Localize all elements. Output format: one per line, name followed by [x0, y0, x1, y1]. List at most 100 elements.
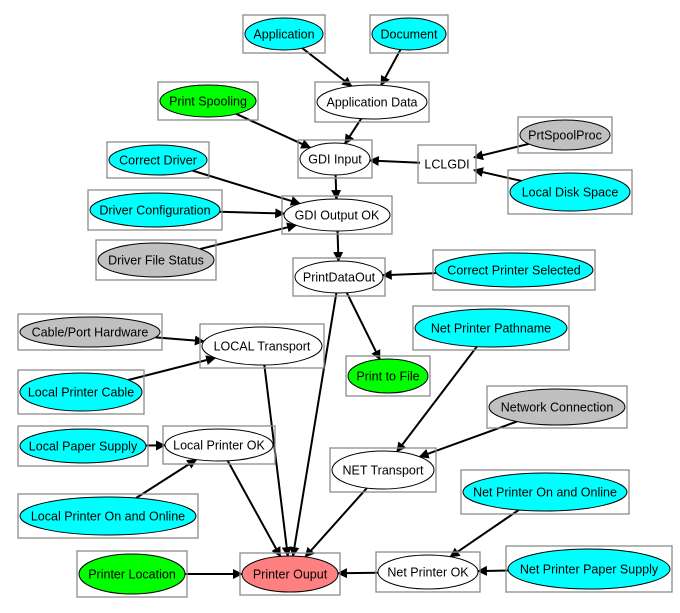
- node-ellipse: [78, 553, 186, 595]
- node-correct-printer-selected: Correct Printer Selected: [432, 249, 596, 291]
- node-label: Local Printer On and Online: [31, 510, 185, 524]
- node-label: Correct Driver: [119, 154, 197, 168]
- node-ellipse: [488, 388, 626, 426]
- edge-net-printer-ok-to-printer-output: [336, 568, 379, 579]
- node-label: GDI Input: [308, 153, 362, 167]
- node-ellipse: [509, 172, 631, 212]
- node-label: Correct Printer Selected: [447, 264, 580, 278]
- node-ellipse: [89, 192, 221, 228]
- node-net-transport: NET Transport: [329, 447, 437, 493]
- node-label: LOCAL Transport: [214, 340, 311, 354]
- node-frame: [106, 141, 210, 179]
- node-ellipse: [244, 17, 324, 51]
- node-frame: [517, 116, 613, 154]
- node-frame: [297, 139, 373, 179]
- node-label: Net Printer Pathname: [431, 322, 551, 336]
- edge-local-printer-ok-to-printer-output: [226, 460, 282, 558]
- node-ellipse: [294, 260, 384, 294]
- node-ellipse: [462, 472, 628, 512]
- node-driver-file-status: Driver File Status: [95, 239, 217, 281]
- node-ellipse: [159, 84, 257, 118]
- node-frame: [505, 545, 673, 593]
- node-ellipse: [19, 428, 147, 464]
- node-prt-spool-proc: PrtSpoolProc: [517, 116, 613, 154]
- edge-gdi-output-ok-to-print-data-out: [333, 230, 344, 263]
- node-ellipse: [371, 17, 447, 51]
- node-ellipse: [97, 242, 215, 278]
- node-frame: [17, 425, 149, 467]
- edge-net-printer-pathname-to-net-transport: [396, 346, 478, 453]
- node-ellipse: [164, 428, 274, 462]
- edge-local-printer-cable-to-local-transport: [128, 355, 217, 381]
- node-label: Local Paper Supply: [29, 440, 138, 454]
- edge-gdi-input-to-gdi-output-ok: [331, 174, 342, 201]
- node-ellipse: [519, 119, 611, 151]
- node-label: PrtSpoolProc: [528, 129, 602, 143]
- node-ellipse: [331, 450, 435, 490]
- node-label: Driver File Status: [108, 254, 204, 268]
- node-label: Network Connection: [501, 401, 614, 415]
- edge-cable-port-hardware-to-local-transport: [155, 335, 205, 346]
- node-local-transport: LOCAL Transport: [199, 323, 325, 369]
- node-network-connection: Network Connection: [486, 385, 628, 429]
- node-ellipse: [19, 496, 197, 536]
- node-ellipse: [414, 308, 568, 348]
- node-local-printer-ok: Local Printer OK: [162, 425, 276, 465]
- edge-net-printer-paper-supply-to-net-printer-ok: [476, 565, 509, 576]
- node-label: Net Printer OK: [387, 566, 469, 580]
- node-ellipse: [507, 548, 671, 590]
- edge-print-data-out-to-print-to-file: [345, 292, 381, 361]
- edge-print-spooling-to-gdi-input: [235, 113, 312, 149]
- node-print-to-file: Print to File: [345, 355, 431, 397]
- node-frame: [345, 355, 431, 397]
- node-label: Printer Location: [88, 568, 176, 582]
- node-label: Local Printer Cable: [28, 386, 134, 400]
- edge-correct-printer-selected-to-print-data-out: [381, 269, 437, 280]
- edge-print-data-out-to-printer-output: [289, 292, 338, 558]
- node-label: Print to File: [356, 370, 419, 384]
- node-frame: [281, 195, 393, 235]
- node-label: Print Spooling: [169, 95, 247, 109]
- edge-driver-configuration-to-gdi-output-ok: [219, 208, 286, 219]
- node-frame: [486, 385, 628, 429]
- node-net-printer-paper-supply: Net Printer Paper Supply: [505, 545, 673, 593]
- node-net-printer-ok: Net Printer OK: [375, 551, 481, 593]
- node-frame: [17, 313, 163, 351]
- node-net-printer-on-online: Net Printer On and Online: [460, 469, 630, 515]
- node-frame: [417, 144, 477, 184]
- node-label: Application: [253, 28, 314, 42]
- node-ellipse: [19, 372, 143, 412]
- node-frame: [375, 551, 481, 593]
- node-frame: [460, 469, 630, 515]
- node-label: GDI Output OK: [295, 209, 380, 223]
- node-printer-location: Printer Location: [76, 550, 188, 598]
- node-ellipse: [283, 198, 391, 232]
- node-frame: [507, 169, 633, 215]
- node-print-spooling: Print Spooling: [157, 81, 259, 121]
- node-ellipse: [316, 84, 428, 120]
- node-local-printer-on-online: Local Printer On and Online: [17, 493, 199, 539]
- node-label: LCLGDI: [424, 158, 469, 172]
- node-ellipse: [299, 142, 371, 176]
- node-frame: [76, 550, 188, 598]
- edge-net-transport-to-printer-output: [304, 487, 368, 558]
- node-frame: [199, 323, 325, 369]
- node-frame: [162, 425, 276, 465]
- node-label: Local Printer OK: [173, 439, 265, 453]
- edge-local-transport-to-printer-output: [263, 364, 292, 558]
- node-label: Net Printer Paper Supply: [520, 563, 659, 577]
- node-frame: [412, 305, 570, 351]
- node-frame: [157, 81, 259, 121]
- node-ellipse: [347, 358, 429, 394]
- node-lclgdi: LCLGDI: [417, 144, 477, 184]
- node-ellipse: [201, 326, 323, 366]
- edge-local-disk-space-to-lclgdi: [473, 167, 522, 182]
- node-ellipse: [19, 316, 161, 348]
- node-local-printer-cable: Local Printer Cable: [17, 369, 145, 415]
- node-label: NET Transport: [342, 464, 424, 478]
- node-cable-port-hardware: Cable/Port Hardware: [17, 313, 163, 351]
- node-label: Net Printer On and Online: [473, 486, 617, 500]
- node-label: Driver Configuration: [99, 204, 210, 218]
